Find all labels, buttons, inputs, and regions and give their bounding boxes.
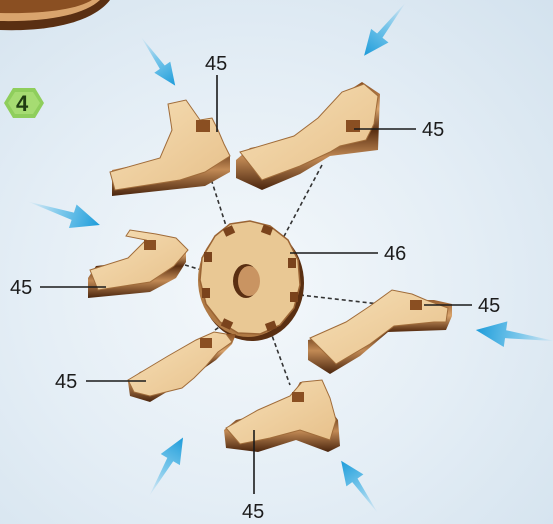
blue-arrow-icon: [355, 0, 414, 63]
part-bottom-left-45: [128, 332, 236, 402]
label-part-bottom-left: 45: [55, 371, 77, 393]
step-badge-icon: 4: [4, 88, 44, 118]
label-part-top-right: 45: [422, 119, 444, 141]
gear-part-46: [198, 221, 304, 341]
part-top-45: [110, 100, 230, 196]
label-part-right: 45: [478, 295, 500, 317]
label-part-left: 45: [10, 277, 32, 299]
step-number: 4: [16, 91, 29, 116]
blue-arrow-icon: [474, 317, 553, 354]
blue-arrow-icon: [24, 190, 104, 237]
blue-arrow-icon: [333, 455, 387, 519]
blue-arrow-icon: [139, 432, 192, 502]
part-bottom-45: [224, 380, 340, 452]
label-gear: 46: [384, 243, 406, 265]
label-part-bottom: 45: [242, 501, 264, 523]
blue-arrow-icon: [133, 31, 183, 91]
label-part-top: 45: [205, 53, 227, 75]
part-top-right-45: [236, 82, 380, 190]
wood-ring-fragment: [0, 0, 110, 30]
part-right-45: [308, 290, 452, 374]
